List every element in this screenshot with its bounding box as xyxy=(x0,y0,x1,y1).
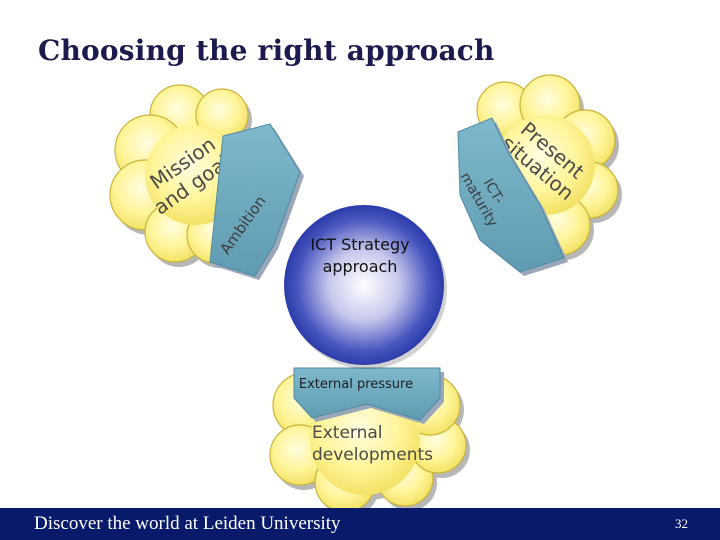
footer-text: Discover the world at Leiden University xyxy=(34,513,341,534)
footer-bar: Discover the world at Leiden University … xyxy=(0,508,720,540)
panel-ict-maturity: ICT- maturity xyxy=(457,117,568,276)
center-label-line1: ICT Strategy xyxy=(310,235,409,254)
panel-external-pressure: External pressure xyxy=(293,367,444,424)
panel-external-pressure-label: External pressure xyxy=(299,377,413,392)
center-sphere: ICT Strategy approach xyxy=(284,205,447,369)
cloud-external-line1: External xyxy=(312,423,383,443)
cloud-external-line2: developments xyxy=(312,445,433,465)
center-label-line2: approach xyxy=(323,257,398,276)
approach-diagram: Mission and goals Present situation xyxy=(109,74,622,508)
page-number: 32 xyxy=(675,516,688,531)
panel-ambition: Ambition xyxy=(209,123,304,280)
slide-title: Choosing the right approach xyxy=(38,34,495,67)
